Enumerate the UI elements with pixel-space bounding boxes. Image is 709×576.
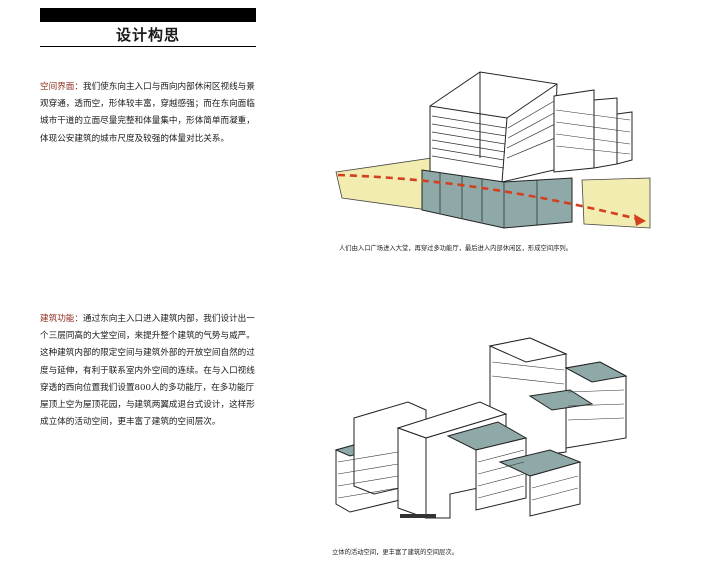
wing-floor-lines [556,110,630,154]
figure-1-caption: 人们由入口广场进入大堂，再穿过多功能厅，最后进入内部休闲区，形成空间序列。 [339,245,572,252]
page-title: 设计构思 [115,26,180,44]
section-lead: 建筑功能： [40,314,83,324]
section-body: 通过东向主入口进入建筑内部，我们设计出一个三层同高的大堂空间，来提升整个建筑的气… [40,314,255,428]
arrow-head-icon [634,214,646,226]
entrance-shadow [400,514,436,518]
floor-lines [432,100,556,168]
west-plaza [582,178,650,228]
title-bar [40,8,256,22]
section-building-function: 建筑功能：通过东向主入口进入建筑内部，我们设计出一个三层同高的大堂空间，来提升整… [40,311,258,431]
figure-2-caption: 立体的活动空间，更丰富了建筑的空间层次。 [332,549,458,556]
section-space-interface: 空间界面：我们使东向主入口与西向内部休闲区视线与景观穿通，透而空，形体较丰富，穿… [40,79,258,148]
terrace-floor-lines [338,362,624,500]
title-divider [40,46,256,47]
terraced-building-diagram [330,332,652,524]
circulation-diagram [332,60,662,242]
section-lead: 空间界面： [40,82,83,92]
east-plaza [336,158,432,210]
stepped-wing [554,90,632,172]
section-body: 我们使东向主入口与西向内部休闲区视线与景观穿通，透而空，形体较丰富，穿越感强；而… [40,82,255,144]
right-terrace-block [448,422,580,516]
podium-mullions [440,173,537,228]
circulation-arrow [338,175,642,220]
